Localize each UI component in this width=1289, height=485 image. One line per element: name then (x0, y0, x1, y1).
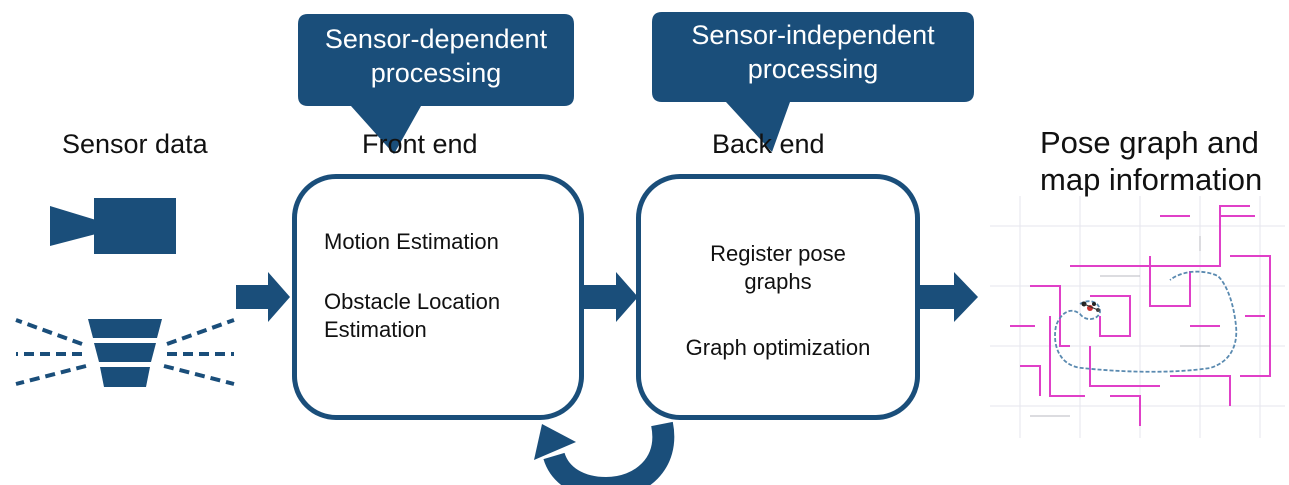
callout-sensor-independent-line1: Sensor-independent (691, 20, 935, 50)
callout-sensor-dependent-text: Sensor-dependent processing (298, 22, 574, 90)
lidar-icon (15, 318, 235, 387)
front-end-item-obstacle-line1: Obstacle Location (324, 289, 501, 314)
back-end-item-register-line2: graphs (744, 269, 812, 294)
back-end-box (636, 174, 920, 420)
heading-front-end: Front end (362, 129, 478, 159)
callout-sensor-dependent-line1: Sensor-dependent (324, 24, 548, 54)
front-end-box (292, 174, 584, 420)
callout-sensor-dependent-line2: processing (370, 58, 502, 88)
callout-sensor-dependent (298, 14, 574, 154)
heading-sensor-data: Sensor data (62, 129, 208, 159)
feedback-loop-arrow (534, 421, 675, 485)
camera-icon (50, 198, 176, 254)
front-end-item-obstacle-line2: Estimation (324, 317, 427, 342)
back-end-item-register-line1: Register pose (710, 241, 846, 266)
heading-pose-graph-line1: Pose graph and (1040, 125, 1259, 160)
arrow-back-end-to-map (920, 272, 978, 322)
callout-sensor-independent (652, 12, 974, 152)
heading-pose-graph-line2: map information (1040, 162, 1263, 197)
heading-back-end: Back end (712, 129, 825, 159)
callout-sensor-independent-text: Sensor-independent processing (652, 18, 974, 86)
pose-graph-map-image (990, 196, 1285, 438)
arrow-sensor-to-front-end (236, 272, 290, 322)
arrow-front-end-to-back-end (584, 272, 638, 322)
front-end-item-motion-estimation: Motion Estimation (324, 229, 499, 254)
back-end-item-graph-optimization: Graph optimization (685, 335, 871, 360)
callout-sensor-independent-line2: processing (747, 54, 879, 84)
back-end-item-register-pose-graphs: Register pose graphs (650, 240, 906, 296)
heading-pose-graph: Pose graph and map information (1040, 124, 1285, 198)
front-end-item-obstacle-location: Obstacle Location Estimation (324, 288, 500, 344)
